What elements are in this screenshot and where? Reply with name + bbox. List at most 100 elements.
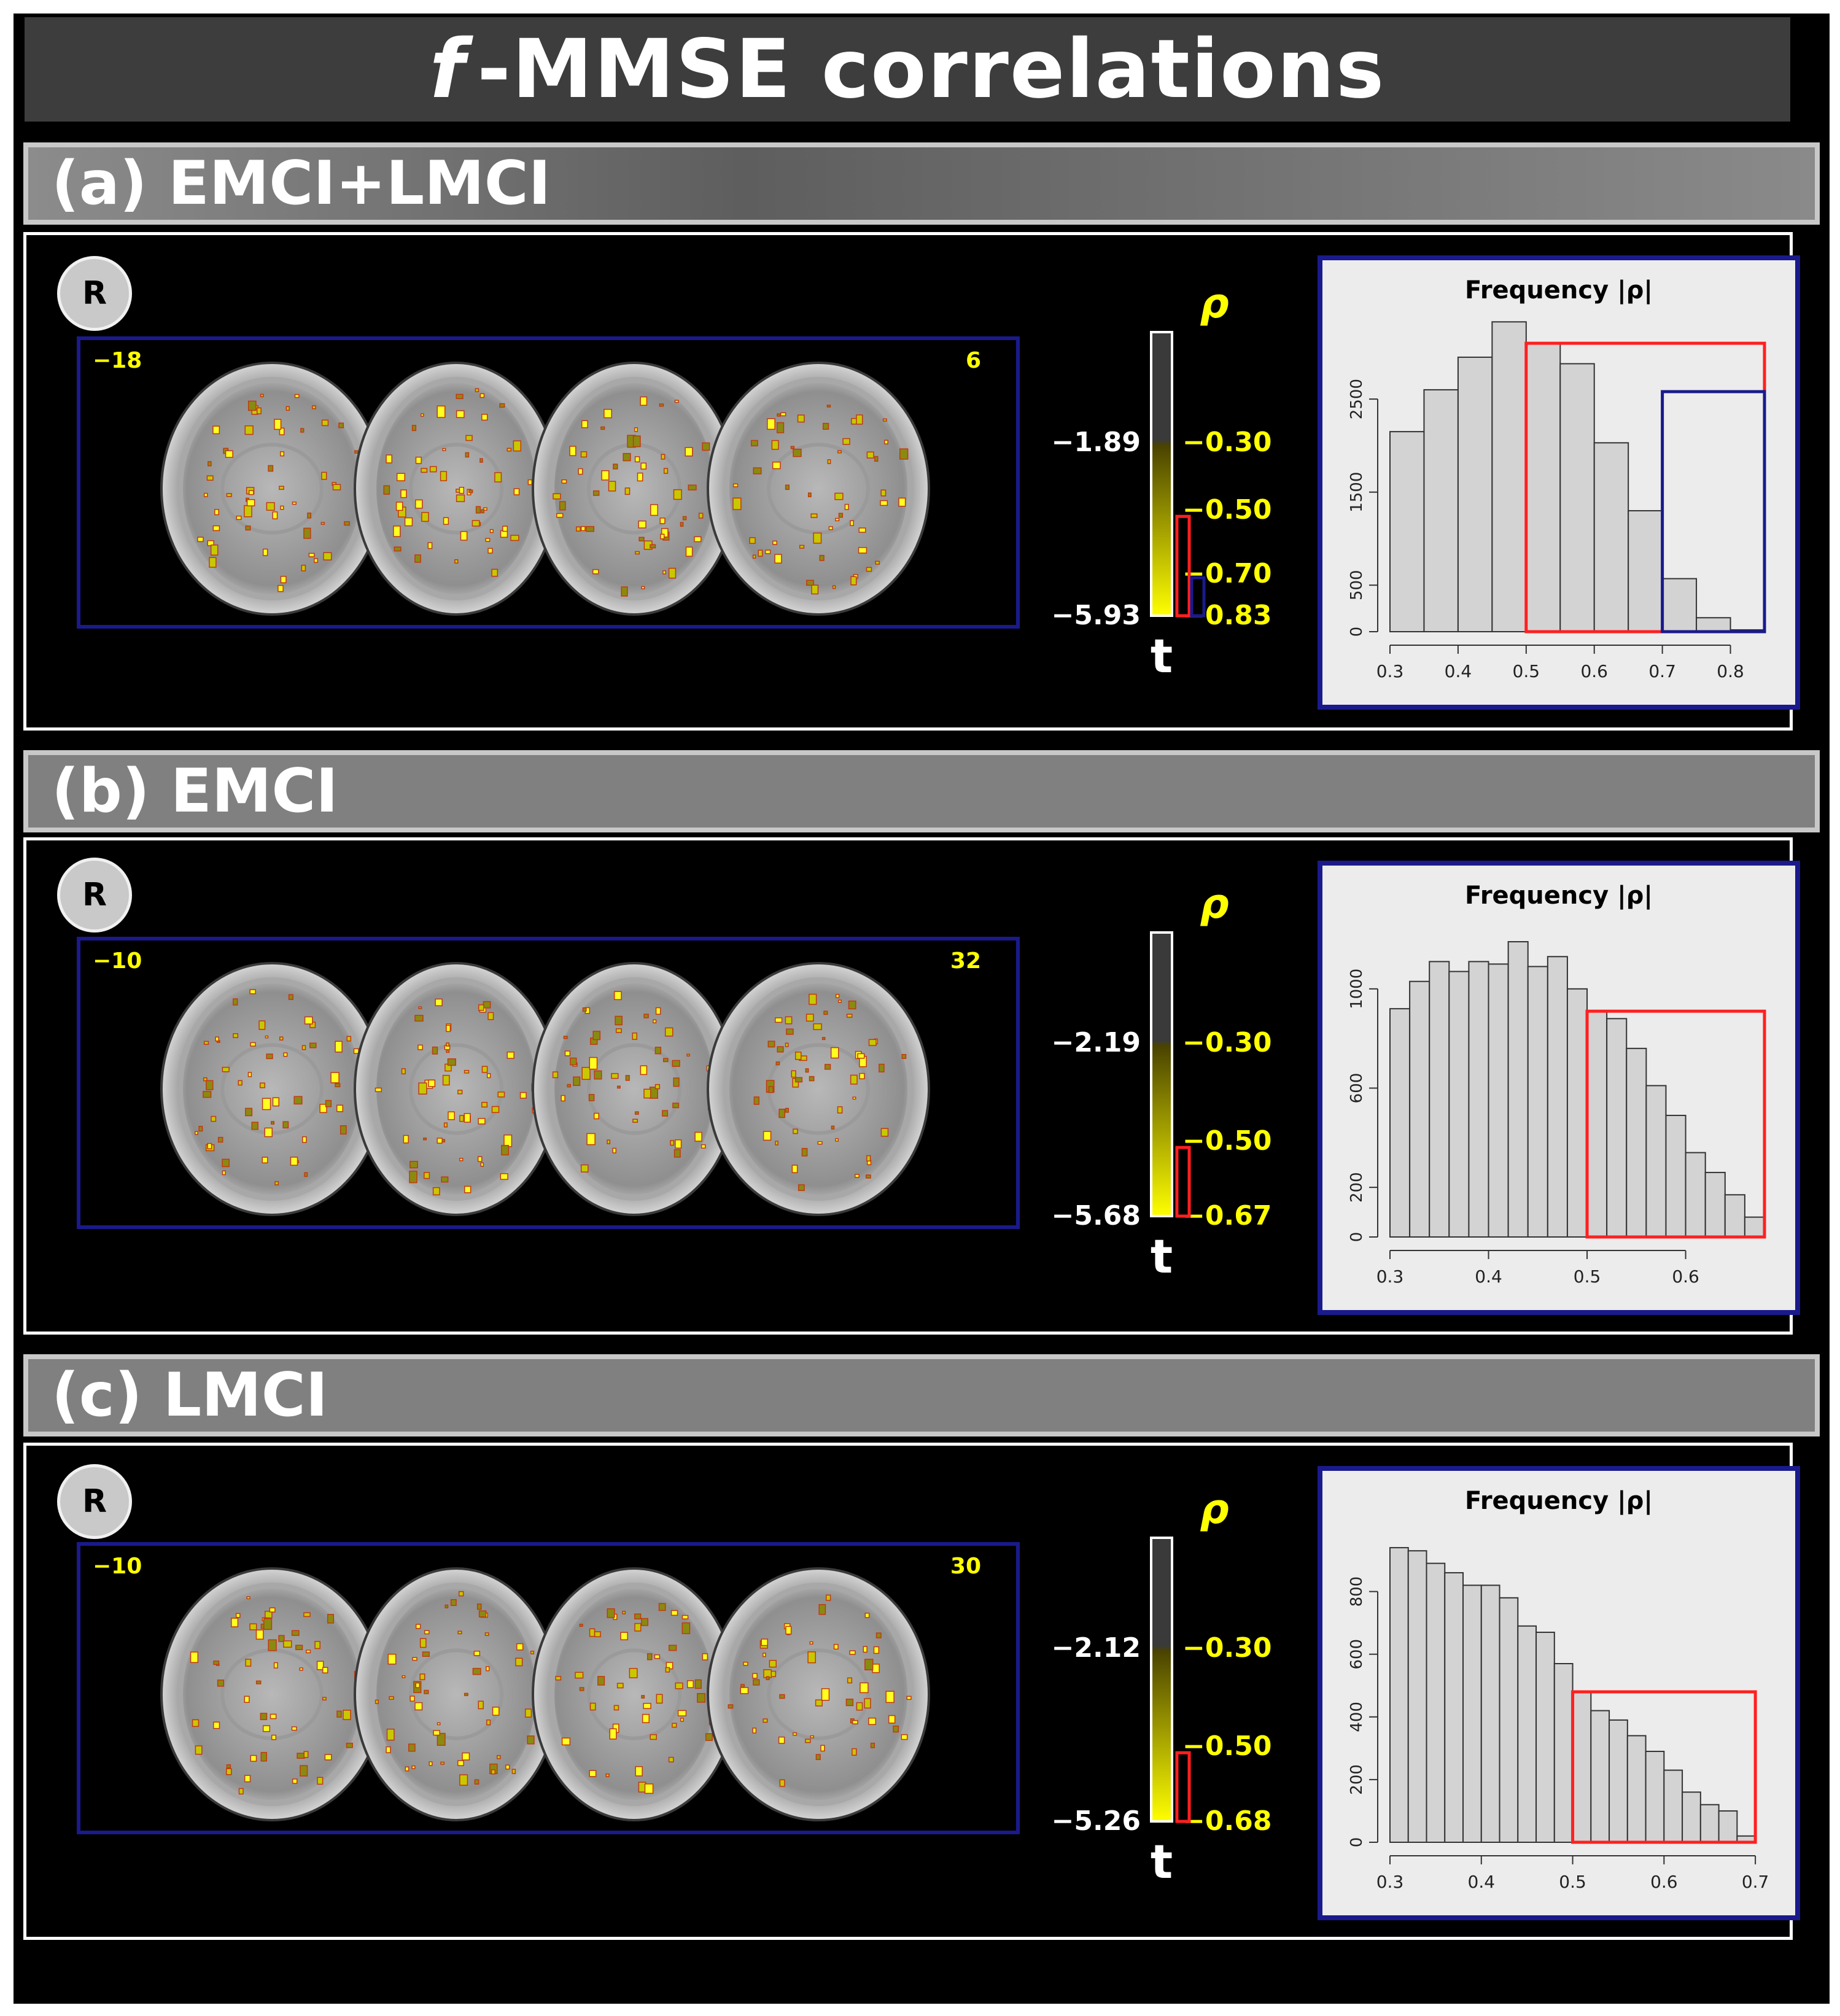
histogram-bar	[1626, 1047, 1647, 1238]
activation-voxel	[793, 1128, 798, 1134]
activation-voxel	[272, 511, 278, 519]
activation-voxel	[244, 425, 254, 435]
activation-voxel	[901, 1734, 908, 1740]
activation-voxel	[478, 1118, 486, 1125]
activation-voxel	[389, 1696, 394, 1700]
activation-voxel	[837, 450, 842, 454]
activation-voxel	[278, 1635, 285, 1642]
activation-voxel	[510, 535, 519, 541]
activation-voxel	[857, 1053, 865, 1059]
activation-voxel	[607, 1608, 615, 1618]
activation-voxel	[256, 407, 262, 414]
activation-voxel	[849, 1650, 856, 1655]
activation-voxel	[809, 1076, 815, 1082]
activation-voxel	[815, 1699, 823, 1707]
activation-voxel	[446, 1050, 450, 1053]
activation-voxel	[415, 499, 423, 509]
activation-voxel	[250, 1042, 256, 1047]
histogram-bar	[1527, 966, 1548, 1238]
activation-voxel	[866, 567, 872, 572]
activation-voxel	[300, 428, 305, 433]
activation-voxel	[845, 1699, 854, 1707]
activation-voxel	[632, 435, 641, 448]
activation-voxel	[681, 1615, 689, 1619]
activation-voxel	[673, 1077, 680, 1087]
activation-voxel	[885, 1691, 895, 1704]
histogram-bar	[1606, 1018, 1628, 1238]
activation-voxel	[664, 1027, 674, 1037]
activation-voxel	[561, 479, 567, 484]
colorbar-red-range	[1175, 1146, 1191, 1218]
activation-voxel	[288, 994, 293, 1000]
activation-voxel	[479, 458, 483, 463]
activation-voxel	[192, 1719, 200, 1727]
histogram-bar	[1696, 617, 1731, 632]
activation-voxel	[432, 1046, 438, 1055]
activation-voxel	[702, 1653, 708, 1661]
activation-voxel	[419, 1673, 425, 1680]
activation-voxel	[273, 1662, 278, 1669]
activation-voxel	[898, 497, 906, 507]
histogram-bar	[1525, 343, 1561, 632]
activation-voxel	[314, 558, 319, 563]
activation-voxel	[623, 452, 631, 462]
activation-voxel	[462, 1752, 470, 1761]
activation-voxel	[446, 1025, 451, 1033]
x-tick-label: 0.8	[1717, 661, 1744, 681]
activation-voxel	[658, 1603, 666, 1611]
activation-voxel	[864, 1659, 874, 1670]
x-tick-label: 0.4	[1475, 1266, 1502, 1287]
activation-voxel	[791, 1165, 798, 1173]
activation-voxel	[581, 1066, 591, 1080]
title-f-symbol: f	[429, 22, 467, 117]
activation-voxel	[775, 1017, 783, 1023]
activation-voxel	[662, 570, 666, 575]
activation-voxel	[478, 1700, 484, 1710]
activation-voxel	[613, 1705, 619, 1711]
histogram-bar	[1586, 1010, 1608, 1238]
activation-voxel	[226, 1768, 232, 1775]
activation-voxel	[440, 471, 448, 481]
activation-voxel	[785, 484, 790, 490]
activation-voxel	[429, 466, 437, 473]
activation-voxel	[444, 1604, 449, 1608]
activation-voxel	[500, 1173, 508, 1180]
activation-voxel	[293, 1096, 303, 1105]
activation-voxel	[446, 1042, 449, 1047]
y-tick-label: 600	[1348, 1639, 1366, 1670]
activation-voxel	[640, 396, 648, 406]
activation-voxel	[435, 998, 443, 1007]
activation-voxel	[460, 531, 468, 541]
activation-voxel	[753, 1096, 759, 1105]
activation-voxel	[826, 405, 831, 408]
activation-voxel	[222, 1158, 230, 1168]
activation-voxel	[677, 1710, 687, 1716]
activation-voxel	[235, 1613, 241, 1618]
activation-voxel	[680, 522, 684, 527]
activation-voxel	[655, 1007, 661, 1015]
histogram-title: Frequency |ρ|	[1465, 1487, 1653, 1516]
activation-voxel	[644, 1783, 654, 1794]
t-symbol: t	[1151, 1834, 1173, 1889]
activation-voxel	[672, 1723, 677, 1728]
activation-voxel	[879, 1063, 885, 1072]
activation-voxel	[604, 409, 612, 419]
activation-voxel	[809, 993, 817, 1005]
activation-voxel	[473, 1650, 481, 1656]
section-b-header-label: (b) EMCI	[52, 756, 338, 826]
activation-voxel	[641, 1695, 645, 1699]
activation-voxel	[271, 1734, 277, 1740]
activation-voxel	[292, 1778, 298, 1784]
activation-voxel	[552, 1071, 559, 1079]
activation-voxel	[573, 1076, 581, 1086]
histogram-bar	[1744, 1216, 1765, 1238]
y-tick-label: 0	[1348, 1232, 1366, 1243]
activation-voxel	[740, 1684, 745, 1688]
activation-voxel	[513, 440, 521, 452]
activation-voxel	[222, 1170, 226, 1176]
activation-voxel	[238, 1788, 244, 1795]
activation-voxel	[743, 1661, 748, 1666]
activation-voxel	[268, 465, 274, 472]
activation-voxel	[299, 1667, 303, 1671]
